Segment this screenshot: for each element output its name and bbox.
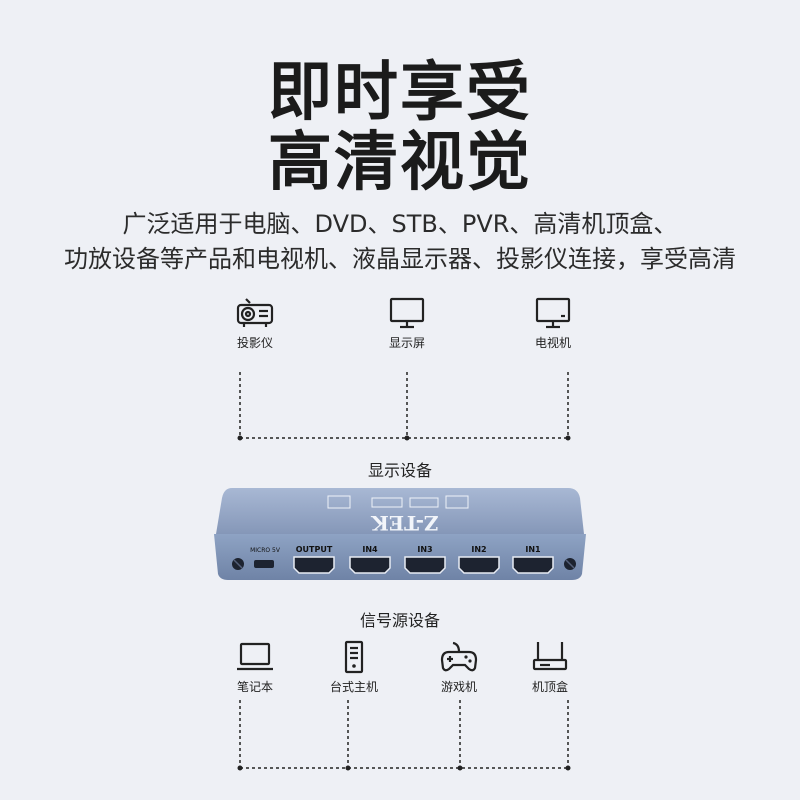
display-device-projector: 投影仪 bbox=[220, 296, 290, 351]
display-devices-heading: 显示设备 bbox=[367, 461, 432, 480]
device-label: 机顶盒 bbox=[531, 680, 568, 694]
display-device-monitor: 显示屏 bbox=[372, 296, 442, 351]
port-label-in4: IN4 bbox=[362, 545, 378, 554]
description-line-2: 功放设备等产品和电视机、液晶显示器、投影仪连接，享受高清 bbox=[64, 245, 736, 273]
source-device-gamepad: 游戏机 bbox=[424, 640, 494, 695]
port-label-in2: IN2 bbox=[471, 545, 486, 554]
device-label: 游戏机 bbox=[440, 680, 477, 694]
headline-line-2: 高清视觉 bbox=[268, 126, 532, 200]
display-device-tv: 电视机 bbox=[518, 296, 588, 351]
set-top-box-icon bbox=[532, 642, 568, 671]
hdmi-switch-device: Z-TEK MICRO 5V OUTPUT IN4 IN3 IN2 IN1 bbox=[214, 488, 586, 580]
device-label: 显示屏 bbox=[388, 336, 425, 350]
gamepad-icon bbox=[440, 641, 478, 672]
device-label: 电视机 bbox=[534, 336, 571, 350]
device-label: 笔记本 bbox=[236, 680, 273, 694]
source-device-set-top-box: 机顶盒 bbox=[515, 640, 585, 695]
headline-line-1: 即时享受 bbox=[268, 56, 532, 130]
projector-icon bbox=[236, 298, 274, 327]
port-label-in1: IN1 bbox=[525, 545, 541, 554]
desktop-tower-icon bbox=[344, 640, 364, 674]
port-label-micro: MICRO 5V bbox=[250, 547, 281, 554]
laptop-icon bbox=[237, 642, 273, 671]
monitor-icon bbox=[389, 297, 425, 329]
port-label-output: OUTPUT bbox=[296, 545, 333, 554]
source-devices-heading: 信号源设备 bbox=[359, 611, 440, 630]
port-label-in3: IN3 bbox=[417, 545, 432, 554]
description-line-1: 广泛适用于电脑、DVD、STB、PVR、高清机顶盒、 bbox=[122, 210, 678, 238]
brand-logo: Z-TEK bbox=[371, 511, 439, 535]
device-label: 投影仪 bbox=[236, 336, 273, 350]
source-device-laptop: 笔记本 bbox=[220, 640, 290, 695]
device-label: 台式主机 bbox=[329, 680, 378, 694]
source-device-desktop: 台式主机 bbox=[319, 640, 389, 695]
tv-icon bbox=[535, 297, 571, 329]
